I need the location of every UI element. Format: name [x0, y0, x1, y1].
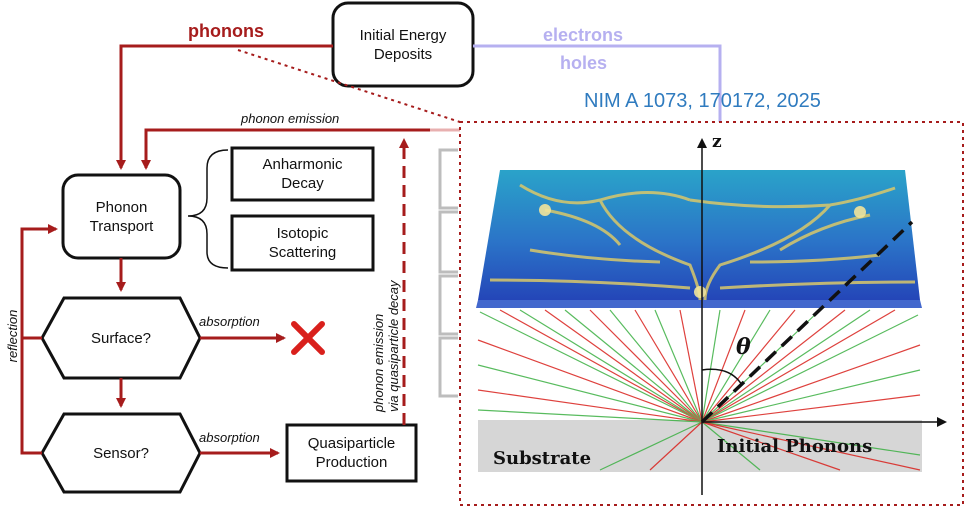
absorbed-x-icon	[291, 321, 325, 355]
anharmonic-label: Anharmonic Decay	[262, 156, 343, 192]
inset-simulation-image	[476, 138, 947, 495]
phonon-emission-line	[141, 128, 430, 170]
phonon-emission-label: phonon emission	[241, 111, 340, 126]
reflection-to-transport-arrow	[20, 224, 58, 338]
phonons-label: phonons	[188, 21, 264, 41]
theta-arc	[701, 368, 743, 386]
sensor-absorption-label: absorption	[199, 430, 260, 445]
quasiparticle-label: Quasiparticle Production	[307, 435, 396, 471]
theta-line	[700, 220, 914, 424]
sensor-label: Sensor?	[93, 444, 149, 462]
reflection-label: reflection	[5, 309, 20, 363]
electrons-label: electrons	[543, 25, 624, 45]
qp-emission-label-1: phonon emission	[371, 313, 386, 412]
phonon-transport-label: Phonon Transport	[89, 198, 154, 235]
gray-brackets	[438, 148, 458, 398]
phonon-rays	[477, 309, 921, 471]
holes-label: holes	[560, 53, 608, 73]
quasiparticle-box	[285, 423, 418, 483]
surface-absorption-label: absorption	[199, 314, 260, 329]
isotopic-box	[230, 214, 375, 272]
inset-frame	[459, 121, 964, 506]
reflection-loop	[20, 336, 42, 455]
surface-label: Surface?	[90, 329, 152, 347]
initial-phonons-label: Initial Phonons	[717, 436, 873, 457]
initial-energy-label: Initial Energy Deposits	[359, 26, 447, 63]
citation-label: NIM A 1073, 170172, 2025	[584, 90, 821, 112]
phonons-line	[116, 44, 333, 170]
theta-label: θ	[736, 334, 751, 360]
electrons-holes-line	[473, 44, 722, 122]
substrate-label: Substrate	[493, 448, 592, 469]
qp-emission-label-2: via quasiparticle decay	[386, 280, 401, 412]
curly-brace	[187, 149, 229, 269]
isotopic-label: Isotopic Scattering	[268, 225, 337, 261]
anharmonic-box	[230, 146, 375, 202]
z-axis-label: z	[712, 132, 722, 152]
